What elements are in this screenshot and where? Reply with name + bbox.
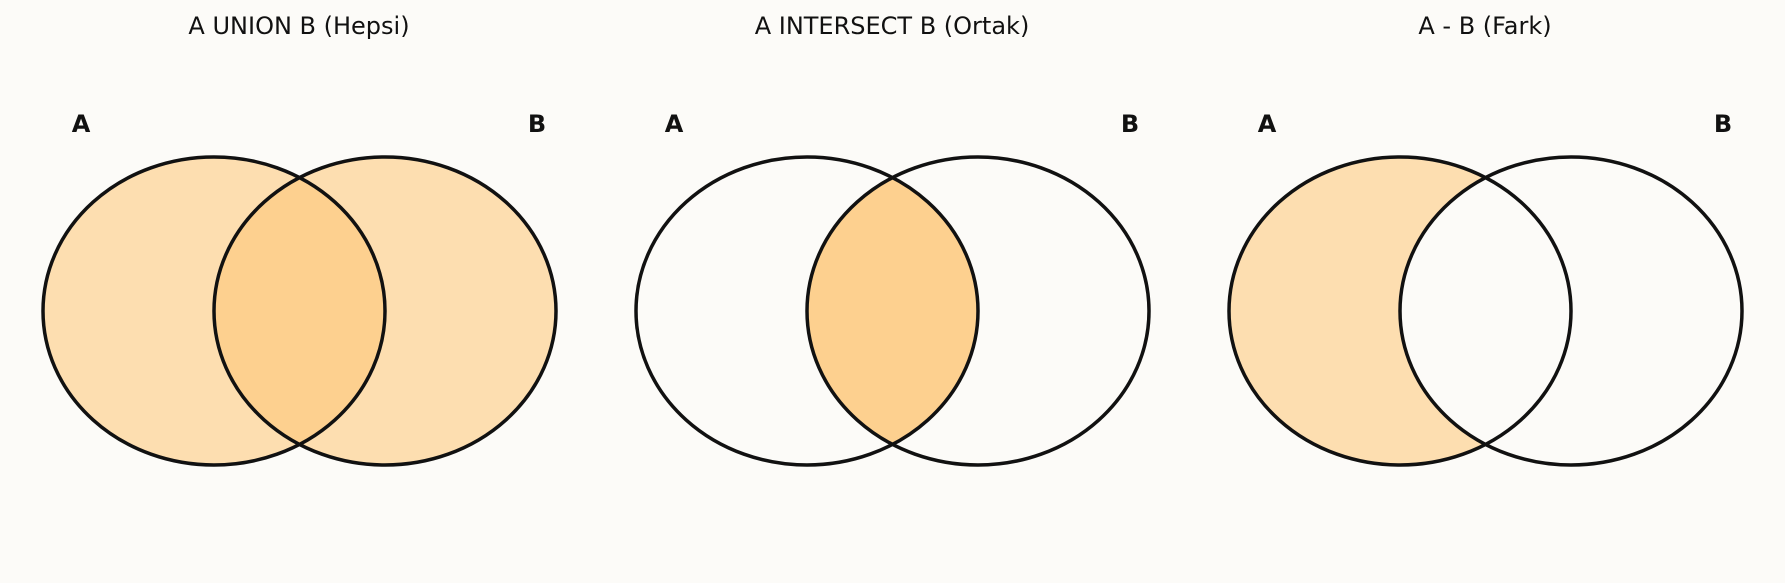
set-b-label-union: B bbox=[528, 110, 546, 138]
set-b-outline-union bbox=[212, 155, 558, 467]
set-b-outline-intersection bbox=[805, 155, 1151, 467]
panel-title-intersection: A INTERSECT B (Ortak) bbox=[755, 12, 1030, 40]
panel-title-difference: A - B (Fark) bbox=[1418, 12, 1551, 40]
set-a-label-difference: A bbox=[1258, 110, 1277, 138]
set-a-label-union: A bbox=[72, 110, 91, 138]
intersection-region-intersection bbox=[807, 157, 978, 465]
venn-panel-intersection: A INTERSECT B (Ortak) A B bbox=[634, 12, 1151, 467]
set-a-outline-intersection bbox=[634, 155, 980, 467]
venn-panel-difference: A - B (Fark) A B bbox=[1227, 12, 1744, 467]
set-b-label-difference: B bbox=[1714, 110, 1732, 138]
venn-panel-union: A UNION B (Hepsi) A B bbox=[41, 12, 558, 467]
set-b-label-intersection: B bbox=[1121, 110, 1139, 138]
set-a-outline-union bbox=[41, 155, 387, 467]
set-b-outline-difference bbox=[1398, 155, 1744, 467]
panel-title-union: A UNION B (Hepsi) bbox=[188, 12, 409, 40]
set-a-outline-difference bbox=[1227, 155, 1573, 467]
set-a-label-intersection: A bbox=[665, 110, 684, 138]
intersection-region-union bbox=[214, 157, 385, 465]
